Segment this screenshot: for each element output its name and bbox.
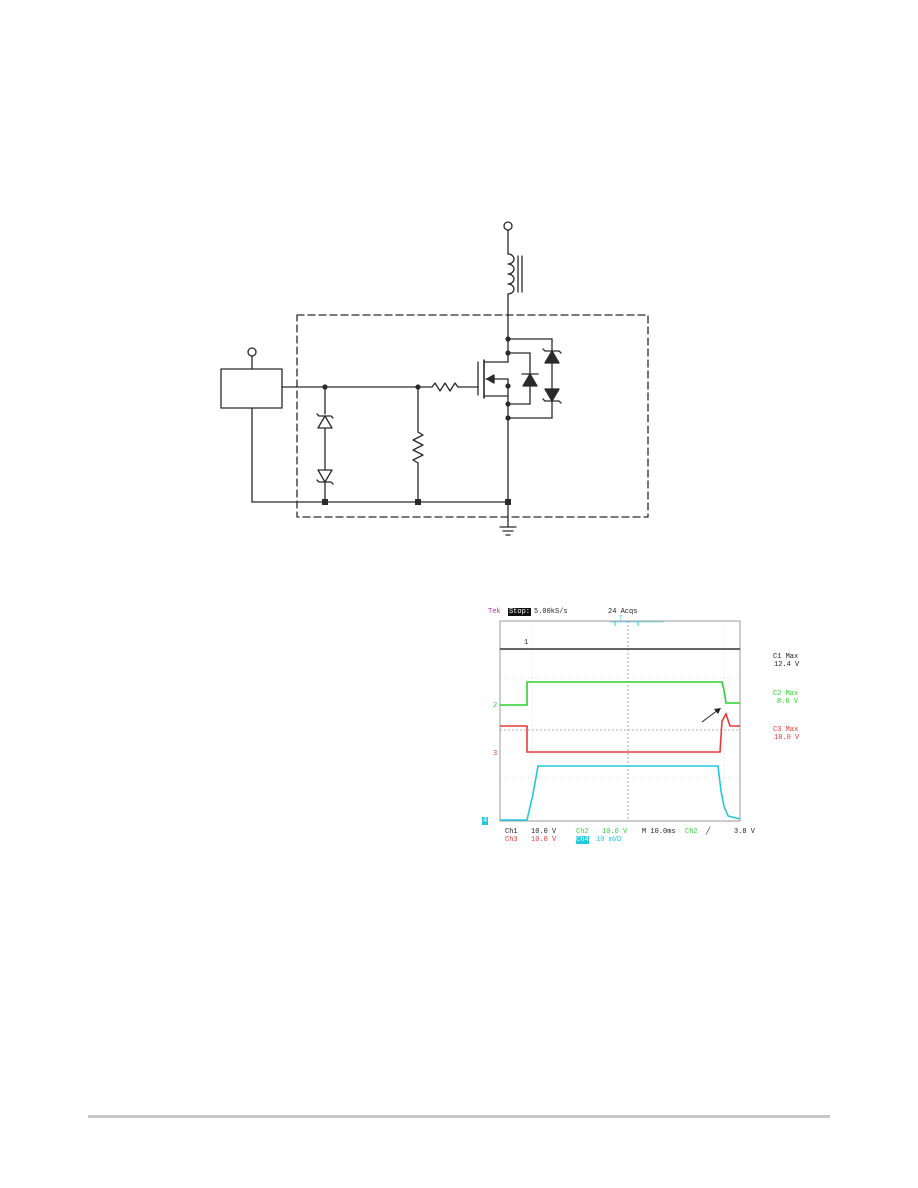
ch3-marker: 3 xyxy=(493,750,498,758)
footer-timebase: M 10.0ms xyxy=(642,828,676,836)
supply-terminal xyxy=(503,221,513,231)
c3-max-label: C3 Max xyxy=(773,726,799,734)
footer-ch2: Ch2 xyxy=(576,828,589,836)
footer-trigger-level: 3.8 V xyxy=(734,828,756,836)
footer-ch3: Ch3 xyxy=(505,836,518,844)
scope-sample-rate: 5.00kS/s xyxy=(534,608,568,616)
circuit-schematic xyxy=(220,221,649,536)
scope-acquisitions: 24 Acqs xyxy=(608,608,638,616)
footer-trigger-slope: ╱ xyxy=(706,828,711,836)
gate-resistor xyxy=(431,382,459,392)
scope-run-state: Stop: xyxy=(508,608,532,616)
c2-max-value: 8.6 V xyxy=(777,698,799,706)
zener-lower xyxy=(317,469,333,483)
footer-ch1: Ch1 xyxy=(505,828,518,836)
footer-ch1-scale: 10.0 V xyxy=(531,828,557,836)
footer-ch2-scale: 10.0 V xyxy=(602,828,628,836)
trigger-position-marker: T xyxy=(619,615,623,622)
ch4-trace xyxy=(500,765,741,821)
input-terminal xyxy=(247,347,257,357)
c1-max-label: C1 Max xyxy=(773,653,799,661)
ch2-marker: 2 xyxy=(493,702,498,710)
ch2-trace xyxy=(500,681,740,706)
ch3-trace xyxy=(500,712,740,753)
body-diode xyxy=(522,373,538,387)
ch4-marker: 4 xyxy=(482,817,489,825)
scope-brand: Tek xyxy=(488,608,501,616)
scope-graticule xyxy=(499,620,741,822)
oscilloscope-capture: Tek Stop: 5.00kS/s 24 Acqs T 1 2 3 4 C1 … xyxy=(478,606,824,846)
c3-max-value: 18.0 V xyxy=(774,734,800,742)
footer-ch4: Ch4 xyxy=(576,836,589,844)
footer-divider xyxy=(88,1115,830,1118)
inductor-coil xyxy=(507,253,515,295)
c1-max-value: 12.4 V xyxy=(774,661,800,669)
c2-max-label: C2 Max xyxy=(773,690,799,698)
annotation-arrow xyxy=(701,709,719,723)
footer-ch3-scale: 10.0 V xyxy=(531,836,557,844)
zener-upper xyxy=(317,415,333,429)
clamp-zener-lower xyxy=(544,388,560,402)
controller-block xyxy=(220,368,283,409)
clamp-zener-upper xyxy=(544,350,560,364)
footer-ch4-scale: 10 mVΩ xyxy=(596,836,622,844)
ch1-marker: 1 xyxy=(524,639,529,647)
footer-trigger-source: Ch2 xyxy=(685,828,698,836)
pulldown-resistor xyxy=(412,431,424,464)
module-boundary xyxy=(296,314,649,518)
